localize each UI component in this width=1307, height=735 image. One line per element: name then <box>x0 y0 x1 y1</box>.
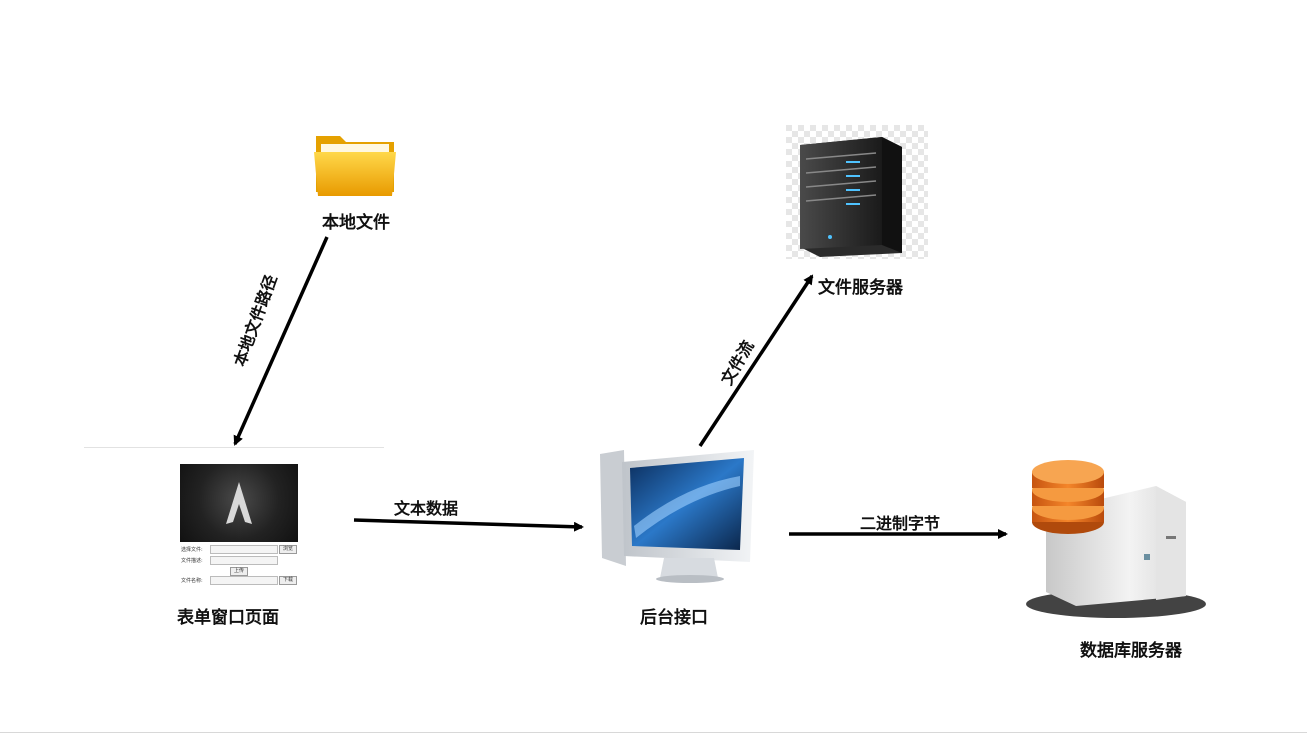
arrow-file-stream <box>698 274 814 447</box>
browse-button[interactable]: 浏览 <box>279 545 297 554</box>
server-icon <box>786 125 928 259</box>
node-file-server-label: 文件服务器 <box>818 278 903 298</box>
node-local-file-label: 本地文件 <box>322 213 390 233</box>
file-name-input[interactable] <box>210 576 278 585</box>
arrow-text-data <box>353 518 584 532</box>
download-button[interactable]: 下载 <box>279 576 297 585</box>
logo-icon <box>226 482 252 524</box>
node-backend-label: 后台接口 <box>640 608 708 628</box>
node-db-server-label: 数据库服务器 <box>1080 641 1182 661</box>
divider-line <box>84 447 384 448</box>
folder-icon <box>314 136 396 196</box>
file-desc-input[interactable] <box>210 556 278 565</box>
file-name-label: 文件名称: <box>181 578 203 584</box>
arrow-local-path <box>233 236 329 446</box>
form-page-thumbnail: 选择文件: 浏览 文件描述: 上传 文件名称: 下载 <box>178 464 300 588</box>
edge-label-binary-bytes: 二进制字节 <box>860 514 941 533</box>
form-banner-image <box>180 464 298 542</box>
bottom-divider <box>0 732 1307 733</box>
choose-file-label: 选择文件: <box>181 547 203 553</box>
node-form-page-label: 表单窗口页面 <box>177 608 279 628</box>
upload-button[interactable]: 上传 <box>230 567 248 576</box>
database-server-icon <box>1026 460 1206 618</box>
choose-file-input[interactable] <box>210 545 278 554</box>
computer-icon <box>600 450 754 583</box>
file-desc-label: 文件描述: <box>181 558 203 564</box>
edge-label-text-data: 文本数据 <box>394 499 459 518</box>
